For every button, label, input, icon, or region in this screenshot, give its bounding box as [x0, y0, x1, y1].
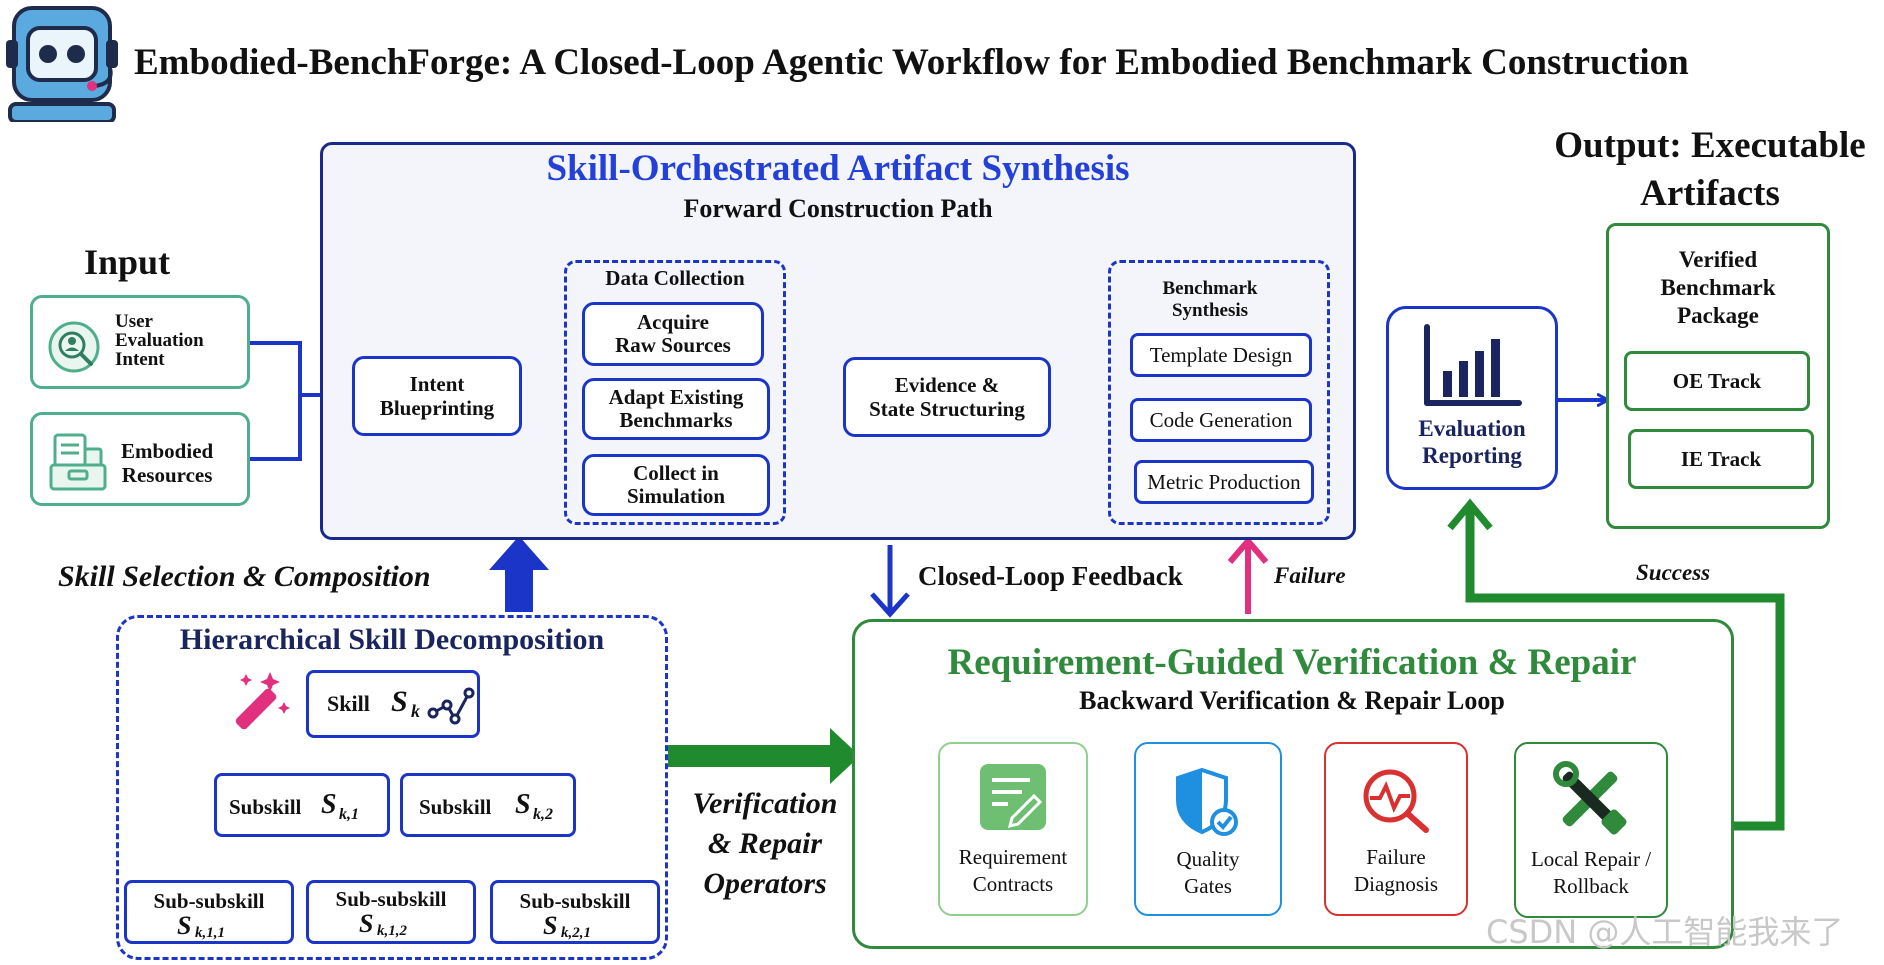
subsubskill-k11-box: Sub-subskill S k,1,1 — [124, 880, 294, 944]
skill-box: Skill S k — [306, 670, 480, 738]
closed-loop-feedback-label: Closed-Loop Feedback — [918, 561, 1183, 591]
requirement-contracts-card: Requirement Contracts — [938, 742, 1088, 916]
watermark-text: CSDN @人工智能我来了 — [1486, 913, 1844, 951]
verification-subtitle: Backward Verification & Repair Loop — [1079, 686, 1505, 715]
subsubskill-k12-box: Sub-subskill S k,1,2 — [306, 880, 476, 944]
subskill-k1-box: Subskill S k,1 — [214, 773, 390, 837]
acquire-raw-sources-box: Acquire Raw Sources — [582, 302, 764, 366]
subsubskill-label: Sub-subskill — [153, 889, 265, 913]
synthesis-subtitle: Forward Construction Path — [683, 194, 993, 223]
input-heading: Input — [84, 242, 171, 282]
output-heading: Output: Executable Artifacts — [1554, 125, 1866, 214]
oe-track-box: OE Track — [1624, 351, 1810, 411]
subsubskill-label: Sub-subskill — [519, 889, 631, 913]
evaluation-reporting-card: Evaluation Reporting — [1386, 306, 1558, 490]
operators-label: Verification & Repair Operators — [692, 787, 838, 900]
quality-gates-label: Quality Gates — [1176, 847, 1240, 898]
failure-diagnosis-card: Failure Diagnosis — [1324, 742, 1468, 916]
skill-symbol: S — [391, 685, 408, 718]
subskill-symbol: S — [515, 789, 531, 820]
input-user-intent-card: User Evaluation Intent — [30, 295, 250, 389]
success-label: Success — [1636, 560, 1711, 585]
ie-track-box: IE Track — [1628, 429, 1814, 489]
robot-logo-icon — [6, 6, 118, 122]
file-folder-icon — [49, 433, 107, 491]
input-user-intent-label: User Evaluation Intent — [115, 311, 204, 370]
local-repair-card: Local Repair / Rollback — [1514, 742, 1668, 918]
subsubskill-subscript: k,1,1 — [195, 925, 225, 941]
subskill-subscript: k,1 — [339, 806, 359, 823]
collect-in-simulation-box: Collect in Simulation — [582, 454, 770, 516]
verification-title: Requirement-Guided Verification & Repair — [947, 642, 1637, 683]
subsubskill-subscript: k,2,1 — [561, 925, 591, 941]
skill-subscript: k — [411, 701, 420, 721]
input-embodied-resources-label: Embodied Resources — [121, 439, 214, 487]
verified-package-label: Verified Benchmark Package — [1660, 247, 1776, 328]
adapt-existing-benchmarks-box: Adapt Existing Benchmarks — [582, 378, 770, 440]
template-design-box: Template Design — [1130, 333, 1312, 377]
input-embodied-resources-card: Embodied Resources — [30, 412, 250, 506]
subskill-label: Subskill — [419, 795, 492, 819]
local-repair-label: Local Repair / Rollback — [1530, 847, 1652, 898]
evaluation-reporting-label: Evaluation Reporting — [1418, 416, 1526, 468]
bar-chart-icon — [1424, 324, 1522, 406]
code-generation-box: Code Generation — [1130, 398, 1312, 442]
search-person-icon — [48, 321, 100, 373]
benchmark-synthesis-title: Benchmark Synthesis — [1162, 278, 1258, 321]
shield-check-icon — [1176, 767, 1238, 836]
subsubskill-symbol: S — [177, 911, 192, 940]
subskill-k2-box: Subskill S k,2 — [400, 773, 576, 837]
metric-production-box: Metric Production — [1134, 460, 1314, 504]
skill-label: Skill — [327, 691, 370, 716]
subskill-symbol: S — [321, 789, 337, 820]
subsubskill-label: Sub-subskill — [335, 887, 447, 911]
intent-blueprinting-box: Intent Blueprinting — [352, 356, 522, 436]
requirement-contracts-label: Requirement Contracts — [958, 845, 1068, 896]
subsubskill-k21-box: Sub-subskill S k,2,1 — [490, 880, 660, 944]
graph-nodes-icon — [427, 687, 475, 725]
tools-icon — [1553, 761, 1627, 835]
contract-icon — [980, 764, 1046, 830]
subsubskill-subscript: k,1,2 — [377, 923, 407, 939]
diagnosis-icon — [1363, 769, 1429, 833]
failure-label: Failure — [1274, 563, 1346, 588]
subsubskill-symbol: S — [543, 911, 558, 940]
magic-wand-icon — [235, 672, 290, 730]
data-collection-title: Data Collection — [605, 266, 745, 290]
evidence-state-structuring-box: Evidence & State Structuring — [843, 357, 1051, 437]
page-title: Embodied-BenchForge: A Closed-Loop Agent… — [134, 42, 1689, 83]
subskill-label: Subskill — [229, 795, 302, 819]
subskill-subscript: k,2 — [533, 806, 553, 823]
synthesis-title: Skill-Orchestrated Artifact Synthesis — [546, 148, 1130, 189]
quality-gates-card: Quality Gates — [1134, 742, 1282, 916]
subsubskill-symbol: S — [359, 909, 374, 938]
skill-selection-label: Skill Selection & Composition — [58, 560, 431, 593]
failure-diagnosis-label: Failure Diagnosis — [1354, 845, 1438, 896]
hierarchy-title: Hierarchical Skill Decomposition — [179, 623, 605, 656]
